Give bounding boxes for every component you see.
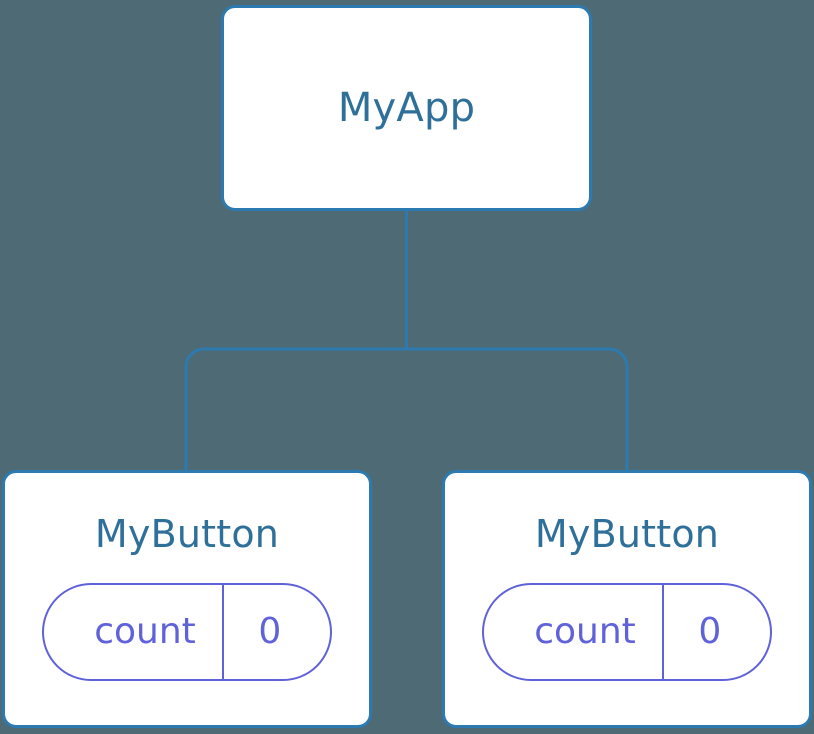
- state-value-label: 0: [258, 611, 282, 652]
- state-pill-divider: [661, 585, 664, 679]
- state-key-label: count: [94, 611, 196, 652]
- state-key-label: count: [534, 611, 636, 652]
- state-value-label: 0: [698, 611, 722, 652]
- edge-bus-to-child-0: [184, 347, 407, 472]
- tree-node-mybutton-1[interactable]: MyButton count 0: [442, 470, 812, 728]
- state-pill[interactable]: count 0: [42, 583, 332, 681]
- tree-node-mybutton-0[interactable]: MyButton count 0: [2, 470, 372, 728]
- state-pill[interactable]: count 0: [482, 583, 772, 681]
- node-title: MyButton: [534, 512, 720, 556]
- node-title: MyApp: [337, 85, 476, 131]
- state-pill-divider: [221, 585, 224, 679]
- tree-node-myapp[interactable]: MyApp: [221, 5, 592, 211]
- node-title: MyButton: [94, 512, 280, 556]
- edge-bus-to-child-1: [406, 347, 629, 472]
